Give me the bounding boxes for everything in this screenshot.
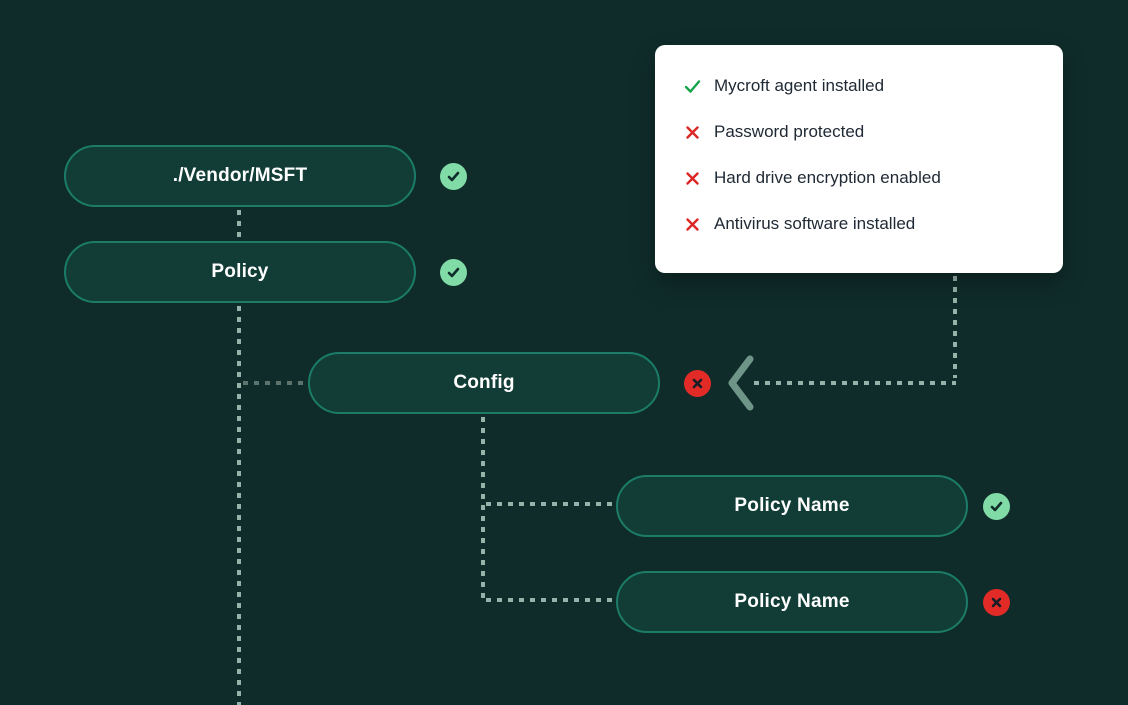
status-fail-badge <box>684 370 711 397</box>
checklist-item: Password protected <box>683 122 1043 142</box>
check-icon <box>683 77 702 96</box>
node-policy: Policy <box>64 241 416 303</box>
connector-card-to-config <box>754 381 956 385</box>
status-fail-badge <box>983 589 1010 616</box>
node-label: Policy Name <box>734 591 850 612</box>
connector-branch-to-policy-name-1 <box>486 502 615 506</box>
status-pass-badge <box>983 493 1010 520</box>
checklist-card: Mycroft agent installed Password protect… <box>655 45 1063 273</box>
check-icon <box>447 267 460 278</box>
x-icon <box>991 597 1002 608</box>
connector-policy-trunk <box>237 306 241 705</box>
connector-card-drop <box>953 276 957 378</box>
check-icon <box>447 171 460 182</box>
checklist-item: Hard drive encryption enabled <box>683 168 1043 188</box>
check-icon <box>990 501 1003 512</box>
status-pass-badge <box>440 259 467 286</box>
node-label: Policy <box>211 261 269 282</box>
connector-branch-to-policy-name-2 <box>486 598 615 602</box>
arrow-left-icon <box>728 355 754 411</box>
checklist-item-label: Antivirus software installed <box>714 214 916 233</box>
checklist-item-label: Hard drive encryption enabled <box>714 168 941 187</box>
connector-branch-to-config <box>243 381 307 385</box>
x-icon <box>683 123 702 142</box>
checklist-item: Mycroft agent installed <box>683 76 1043 96</box>
checklist-item: Antivirus software installed <box>683 214 1043 234</box>
connector-config-trunk <box>481 417 485 602</box>
checklist-item-label: Mycroft agent installed <box>714 76 885 95</box>
checklist-item-label: Password protected <box>714 122 865 141</box>
connector-vendor-to-policy <box>237 210 241 240</box>
node-label: Policy Name <box>734 495 850 516</box>
x-icon <box>683 215 702 234</box>
node-vendor-msft: ./Vendor/MSFT <box>64 145 416 207</box>
x-icon <box>692 378 703 389</box>
node-policy-name-1: Policy Name <box>616 475 968 537</box>
node-label: ./Vendor/MSFT <box>172 165 308 186</box>
status-pass-badge <box>440 163 467 190</box>
node-label: Config <box>453 372 515 393</box>
node-policy-name-2: Policy Name <box>616 571 968 633</box>
node-config: Config <box>308 352 660 414</box>
x-icon <box>683 169 702 188</box>
